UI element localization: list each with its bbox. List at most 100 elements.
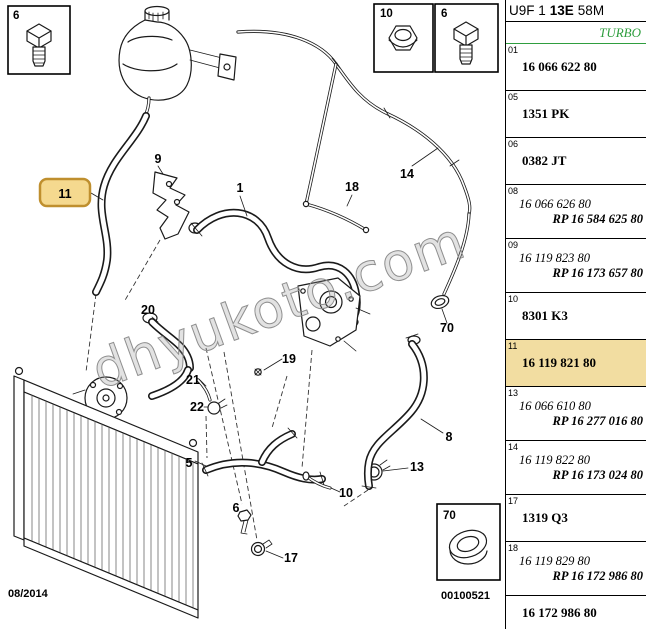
part-ref: 17 (508, 496, 519, 506)
callout-9: 9 (155, 152, 162, 166)
part-number: 16 119 829 80 (519, 553, 590, 568)
clamp-22 (207, 398, 228, 415)
part-row-05: 05 1351 PK (506, 91, 646, 138)
part-row-13: 13 16 066 610 80 RP 16 277 016 80 (506, 387, 646, 441)
variant-label: TURBO (599, 25, 641, 40)
water-pump (72, 376, 128, 420)
clamp-17 (250, 539, 273, 557)
callout-11: 11 (58, 187, 71, 201)
code-right: 58M (577, 3, 605, 18)
part-number: 1351 PK (522, 106, 570, 121)
inset-box-bolt-6b: 6 (434, 3, 499, 73)
part-number: 8301 K3 (522, 308, 568, 323)
callout-18: 18 (345, 180, 359, 194)
bracket-9 (152, 171, 190, 240)
part-number: 16 066 626 80 (519, 196, 591, 211)
ring-70-part (430, 294, 450, 310)
callout-20: 20 (141, 303, 155, 317)
replacement-part-number: RP 16 173 024 80 (552, 467, 643, 482)
radiator (13, 366, 199, 619)
replacement-part-number: RP 16 277 016 80 (552, 413, 643, 428)
part-ref: 13 (508, 388, 519, 398)
callout-19: 19 (282, 352, 296, 366)
part-row-18: 18 16 119 829 80 RP 16 172 986 80 (506, 542, 646, 596)
part-row-last: 16 172 986 80 (506, 596, 646, 629)
part-row-06: 06 0382 JT (506, 138, 646, 185)
part-ref: 09 (508, 240, 519, 250)
document-number: 00100521 (441, 590, 490, 602)
parts-diagram: 6 10 6 (7, 3, 501, 619)
leader-lines (90, 147, 448, 559)
variant-row: TURBO (506, 22, 646, 44)
inset-box-sleeve-70: 70 (436, 503, 501, 581)
replacement-part-number: RP 16 172 986 80 (552, 568, 643, 583)
part-number: 16 119 821 80 (522, 355, 597, 370)
inset-box-bolt-6: 6 (7, 5, 71, 75)
part-ref: 14 (508, 442, 519, 452)
inset-label-6b: 6 (441, 8, 447, 20)
part-row-09: 09 16 119 823 80 RP 16 173 657 80 (506, 239, 646, 293)
nut-icon (388, 25, 418, 51)
callout-11-highlight: 11 (38, 177, 92, 208)
stud-19 (254, 368, 262, 376)
part-number: 16 172 986 80 (522, 604, 597, 620)
replacement-part-number: RP 16 584 625 80 (552, 211, 643, 226)
part-row-08: 08 16 066 626 80 RP 16 584 625 80 (506, 185, 646, 239)
replacement-part-number: RP 16 173 657 80 (552, 265, 643, 280)
pipe-14 (236, 29, 472, 296)
callout-5: 5 (186, 456, 193, 470)
construction-lines (85, 239, 369, 541)
part-ref: 06 (508, 139, 519, 149)
callout-13: 13 (410, 460, 424, 474)
part-ref: 18 (508, 543, 519, 553)
callout-21: 21 (186, 373, 200, 387)
part-number: 16 066 622 80 (522, 59, 597, 74)
callout-1: 1 (237, 181, 244, 195)
expansion-tank (118, 5, 237, 119)
inset-label-6a: 6 (13, 10, 19, 22)
callout-14: 14 (400, 167, 414, 181)
part-row-01: 01 16 066 622 80 (506, 44, 646, 91)
part-row-17: 17 1319 Q3 (506, 495, 646, 542)
inset-box-nut-10: 10 (373, 3, 434, 73)
part-ref: 01 (508, 45, 519, 55)
inset-label-10: 10 (380, 8, 393, 20)
part-number: 16 119 823 80 (519, 250, 590, 265)
part-number: 16 066 610 80 (519, 398, 591, 413)
bolt-icon (26, 23, 52, 67)
callout-8: 8 (446, 430, 453, 444)
callout-17: 17 (284, 551, 298, 565)
fitting-21 (196, 378, 212, 402)
hose-18 (302, 200, 370, 234)
connector-10 (302, 471, 332, 490)
part-number: 0382 JT (522, 153, 567, 168)
code-left: U9F 1 (509, 3, 546, 18)
part-ref: 11 (508, 341, 518, 351)
callout-22: 22 (190, 400, 204, 414)
code-mid: 13E (549, 3, 574, 18)
part-ref: 08 (508, 186, 519, 196)
part-number: 16 119 822 80 (519, 452, 590, 467)
diagram-area: 6 10 6 (7, 3, 501, 619)
part-row-10: 10 8301 K3 (506, 293, 646, 340)
part-ref: 05 (508, 92, 519, 102)
inset-label-70: 70 (443, 510, 456, 522)
hose-11 (92, 112, 150, 296)
part-number: 1319 Q3 (522, 510, 568, 525)
part-row-14: 14 16 119 822 80 RP 16 173 024 80 (506, 441, 646, 495)
bolt-icon (453, 21, 479, 65)
callout-10: 10 (339, 486, 353, 500)
bolt-6-part (237, 509, 252, 535)
sleeve-icon (448, 529, 488, 565)
hose-20 (142, 312, 194, 400)
callout-6: 6 (233, 501, 240, 515)
part-ref: 10 (508, 294, 519, 304)
hose-8 (361, 333, 428, 490)
diagram-date: 08/2014 (8, 588, 49, 600)
part-row-11-highlighted: 11 16 119 821 80 (506, 340, 646, 387)
engine-assembly (297, 277, 371, 352)
callout-70: 70 (440, 321, 454, 335)
